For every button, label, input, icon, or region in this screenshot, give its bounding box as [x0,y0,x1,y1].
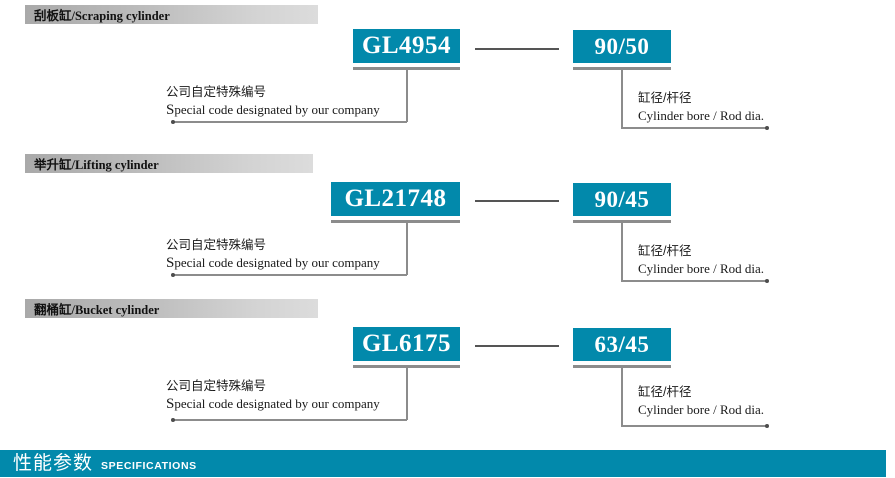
spec-box-1[interactable]: 90/50 [573,30,671,63]
left-leader-vertical-1 [406,67,408,122]
left-leader-dot-1 [171,120,175,124]
left-callout-cn-1: 公司自定特殊编号 [166,85,267,99]
left-callout-cn-2: 公司自定特殊编号 [166,238,267,252]
right-leader-dot-2 [765,279,769,283]
banner-title-cn: 性能参数 [13,453,94,474]
right-leader-vertical-3 [621,365,623,426]
left-leader-horizontal-2 [173,274,407,276]
section-header-label-3: 翻桶缸/Bucket cylinder [34,303,160,317]
left-callout-en-rest-1: pecial code designated by our company [174,102,380,117]
banner-title-en: SPECIFICATIONS [101,459,197,472]
connector-line-3 [475,345,559,347]
left-leader-vertical-2 [406,220,408,275]
left-callout-3: 公司自定特殊编号 Special code designated by our … [166,378,380,413]
section-header-bar-2: 举升缸/Lifting cylinder [25,154,313,173]
right-leader-horizontal-1 [621,127,767,129]
connector-line-1 [475,48,559,50]
right-leader-vertical-2 [621,220,623,281]
left-callout-en-cap-1: S [166,102,175,118]
right-callout-1: 缸径/杆径 Cylinder bore / Rod dia. [638,90,764,125]
right-leader-horizontal-3 [621,425,767,427]
specifications-banner: 性能参数 SPECIFICATIONS [0,450,886,477]
spec-box-2[interactable]: 90/45 [573,183,671,216]
left-callout-en-3: Special code designated by our company [166,395,380,413]
code-box-underline-2 [331,220,460,223]
left-leader-horizontal-3 [173,419,407,421]
connector-line-2 [475,200,559,202]
left-callout-2: 公司自定特殊编号 Special code designated by our … [166,237,380,272]
spec-box-3[interactable]: 63/45 [573,328,671,361]
code-box-2[interactable]: GL21748 [331,182,460,216]
section-header-bar-1: 刮板缸/Scraping cylinder [25,5,318,24]
section-header-label-2: 举升缸/Lifting cylinder [34,158,159,172]
left-callout-en-rest-2: pecial code designated by our company [174,255,380,270]
right-callout-cn-1: 缸径/杆径 [638,91,692,105]
left-leader-dot-2 [171,273,175,277]
right-callout-2: 缸径/杆径 Cylinder bore / Rod dia. [638,243,764,278]
right-callout-cn-2: 缸径/杆径 [638,244,692,258]
right-callout-en-2: Cylinder bore / Rod dia. [638,261,765,276]
left-callout-en-2: Special code designated by our company [166,254,380,272]
left-callout-1: 公司自定特殊编号 Special code designated by our … [166,84,380,119]
left-callout-en-rest-3: pecial code designated by our company [174,396,380,411]
right-leader-vertical-1 [621,67,623,128]
code-box-3[interactable]: GL6175 [353,327,460,361]
right-callout-cn-3: 缸径/杆径 [638,385,692,399]
left-leader-horizontal-1 [173,121,407,123]
left-callout-en-cap-2: S [166,255,175,271]
right-leader-dot-3 [765,424,769,428]
section-header-bar-3: 翻桶缸/Bucket cylinder [25,299,318,318]
code-box-1[interactable]: GL4954 [353,29,460,63]
left-leader-dot-3 [171,418,175,422]
left-callout-en-1: Special code designated by our company [166,101,380,119]
section-header-label-1: 刮板缸/Scraping cylinder [34,9,170,23]
left-callout-cn-3: 公司自定特殊编号 [166,379,267,393]
right-callout-en-1: Cylinder bore / Rod dia. [638,108,765,123]
right-leader-dot-1 [765,126,769,130]
left-leader-vertical-3 [406,365,408,420]
left-callout-en-cap-3: S [166,396,175,412]
right-callout-3: 缸径/杆径 Cylinder bore / Rod dia. [638,384,764,419]
right-leader-horizontal-2 [621,280,767,282]
right-callout-en-3: Cylinder bore / Rod dia. [638,402,765,417]
